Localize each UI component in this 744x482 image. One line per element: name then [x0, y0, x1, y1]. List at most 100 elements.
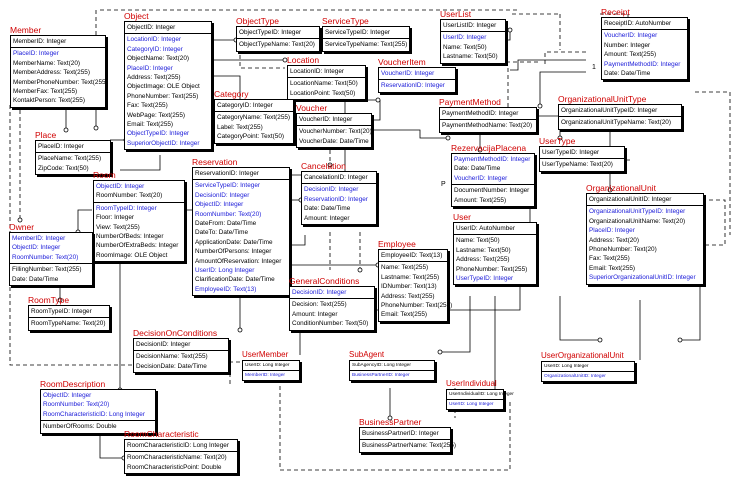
foreign-key-attribute: PaymentMethodID: Integer: [454, 156, 531, 163]
attribute: Fax: Text(255): [127, 102, 168, 110]
attribute: PhoneNumber: Text(20): [589, 246, 657, 254]
attribute: CategoryName: Text(255): [217, 114, 291, 122]
attribute-section: RoomTypeName: Text(20): [29, 317, 109, 329]
foreign-key-attribute: RoomCharacteristicID: Long Integer: [43, 410, 145, 418]
attribute: PaymentMethodName: Text(20): [442, 122, 533, 130]
rel-line: [77, 209, 92, 232]
attribute-section: VoucherNumber: Text(20)VoucherDate: Date…: [297, 125, 372, 147]
entity-userindividual[interactable]: UserIndividual UserIndividualID: Long In…: [446, 379, 514, 410]
primary-key-attribute: EmployeeID: Text(13): [381, 252, 443, 259]
primary-key-attribute: UserListID: Integer: [443, 22, 497, 29]
relationship-end-marker: [237, 327, 243, 333]
primary-key-section: EmployeeID: Text(13): [379, 250, 447, 261]
primary-key-section: ServiceTypeID: Integer: [323, 27, 409, 38]
relationship-end-marker: [387, 415, 393, 421]
entity-rezervacijaplacena[interactable]: RezervacijaPlacena PaymentMethodID: Inte…: [451, 143, 535, 208]
attribute: Lastname: Text(50): [456, 246, 511, 254]
foreign-key-attribute: OrganizationalUnitID: Integer: [544, 374, 606, 379]
rel-line: [559, 296, 600, 341]
attribute: NumberOfPersons: Integer: [195, 248, 272, 256]
primary-key-attribute: OrganizationalUnitTypeID: Integer: [561, 107, 658, 114]
rel-line: [695, 91, 731, 235]
entity-businesspartner[interactable]: BusinessPartner BusinessPartnerID: Integ…: [359, 417, 456, 453]
primary-key-attribute: ServiceTypeID: Integer: [325, 29, 391, 36]
entity-orgunittype[interactable]: OrganizationalUnitType OrganizationalUni…: [558, 94, 682, 130]
foreign-key-attribute: PlaceID: Integer: [127, 64, 173, 72]
foreign-key-attribute: DecisionID: Integer: [292, 289, 347, 296]
entity-title: GeneralConditions: [289, 276, 360, 286]
primary-key-section: DecisionID: Integer: [134, 339, 228, 350]
attribute: Email: Text(255): [127, 121, 174, 129]
foreign-key-attribute: CategoryID: Integer: [127, 45, 183, 53]
attribute: MemberAddress: Text(255): [13, 69, 90, 77]
entity-title: RezervacijaPlacena: [451, 143, 527, 153]
entity-title: User: [453, 212, 471, 222]
relationship-end-marker: [17, 217, 23, 223]
primary-key-section: UserID: Long Integer: [542, 362, 634, 371]
attribute: Address: Text(255): [381, 292, 435, 300]
primary-key-section: UserID: Long Integer: [243, 361, 299, 370]
attribute: IDNumber: Text(13): [381, 283, 437, 291]
attribute-section: Name: Text(255)Lastname: Text(255)IDNumb…: [379, 261, 452, 320]
primary-key-section: PlaceID: Integer: [36, 141, 110, 152]
primary-key-section: DecisionID: Integer: [290, 287, 374, 298]
entity-roomcharacteristic[interactable]: RoomCharacteristic RoomCharacteristicID:…: [124, 429, 238, 475]
attribute-section: OrganizationalUnitID: Integer: [542, 371, 634, 381]
attribute-section: OrganizationalUnitTypeName: Text(20): [559, 116, 681, 128]
primary-key-section: ReservationID: Integer: [193, 168, 289, 179]
primary-key-attribute: MemberID: Integer: [13, 38, 67, 45]
entity-title: Place: [35, 130, 57, 140]
attribute: NumberOfRooms: Double: [43, 423, 117, 431]
entity-decisiononconditions[interactable]: DecisionOnConditions DecisionID: Integer…: [133, 328, 229, 374]
attribute: Name: Text(50): [443, 43, 487, 51]
attribute: ZipCode: Text(50): [38, 164, 89, 172]
attribute: LocationPoint: Text(50): [290, 89, 356, 97]
entity-employee[interactable]: Employee EmployeeID: Text(13)Name: Text(…: [378, 239, 452, 322]
primary-key-attribute: LocationID: Integer: [290, 68, 344, 75]
rel-line: [373, 100, 381, 121]
entity-userorganizationalunit[interactable]: UserOrganizationalUnit UserID: Long Inte…: [541, 351, 635, 382]
primary-key-section: OrganizationalUnitTypeID: Integer: [559, 105, 681, 116]
primary-key-section: UserID: AutoNumber: [454, 223, 536, 234]
primary-key-section: SubAgencyID: Long Integer: [350, 361, 434, 370]
attribute: RoomCharacteristicPoint: Double: [127, 463, 222, 471]
entity-title: Owner: [9, 222, 35, 232]
attribute-section: RoomCharacteristicName: Text(20)RoomChar…: [125, 451, 237, 473]
entity-title: Member: [10, 25, 42, 35]
entity-organizationalunit[interactable]: OrganizationalUnit OrganizationalUnitID:…: [586, 183, 704, 285]
foreign-key-attribute: RoomNumber: Text(20): [12, 253, 79, 261]
relationship-end-marker: [537, 103, 543, 109]
primary-key-attribute: CancelationID: Integer: [304, 174, 368, 181]
primary-key-attribute: DecisionID: Integer: [136, 341, 191, 348]
foreign-key-attribute: RoomNumber: Text(20): [43, 401, 110, 409]
